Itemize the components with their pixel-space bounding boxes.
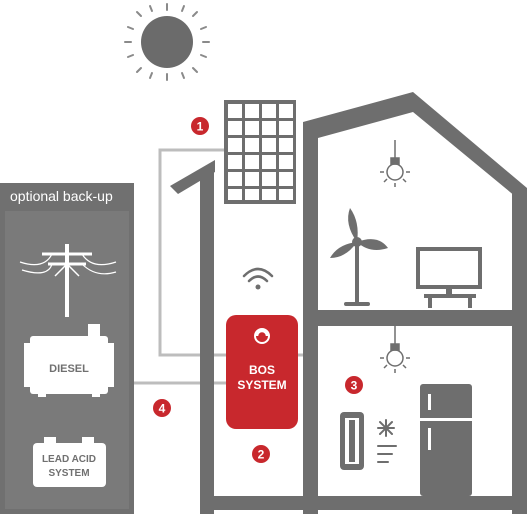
- diesel-label: DIESEL: [49, 363, 89, 375]
- marker-2-label: 2: [258, 448, 265, 462]
- lead-acid-battery-icon: LEAD ACID SYSTEM: [33, 437, 106, 487]
- sidebar-title: optional back-up: [10, 188, 113, 204]
- marker-3: 3: [345, 376, 363, 394]
- house: [170, 92, 527, 514]
- television-icon: [416, 247, 482, 308]
- solar-panel-icon: [224, 100, 296, 204]
- bos-label-line2: SYSTEM: [237, 378, 286, 392]
- marker-3-label: 3: [351, 379, 358, 393]
- panel-wire: [158, 148, 228, 357]
- battery-label-line2: SYSTEM: [48, 468, 89, 479]
- light-bulb-icon: [380, 326, 410, 373]
- bos-label-line1: BOS: [249, 363, 275, 377]
- diesel-generator-icon: DIESEL: [24, 324, 114, 397]
- sun-icon: [124, 3, 210, 81]
- marker-4: 4: [153, 399, 171, 417]
- battery-label-line1: LEAD ACID: [42, 454, 96, 465]
- marker-1-label: 1: [197, 120, 204, 134]
- air-conditioner-icon: [340, 412, 397, 470]
- left-roof: [170, 160, 215, 194]
- bos-system: BOS SYSTEM: [226, 315, 298, 429]
- utility-pole-icon: [19, 244, 117, 317]
- fan-icon: [330, 208, 388, 306]
- bos-logo-icon: [254, 328, 270, 344]
- light-bulb-icon: [380, 140, 410, 187]
- main-roof: [303, 92, 527, 514]
- marker-4-label: 4: [159, 402, 166, 416]
- refrigerator-icon: [420, 384, 472, 496]
- marker-2: 2: [252, 445, 270, 463]
- marker-1: 1: [191, 117, 209, 135]
- wifi-icon: [242, 267, 274, 290]
